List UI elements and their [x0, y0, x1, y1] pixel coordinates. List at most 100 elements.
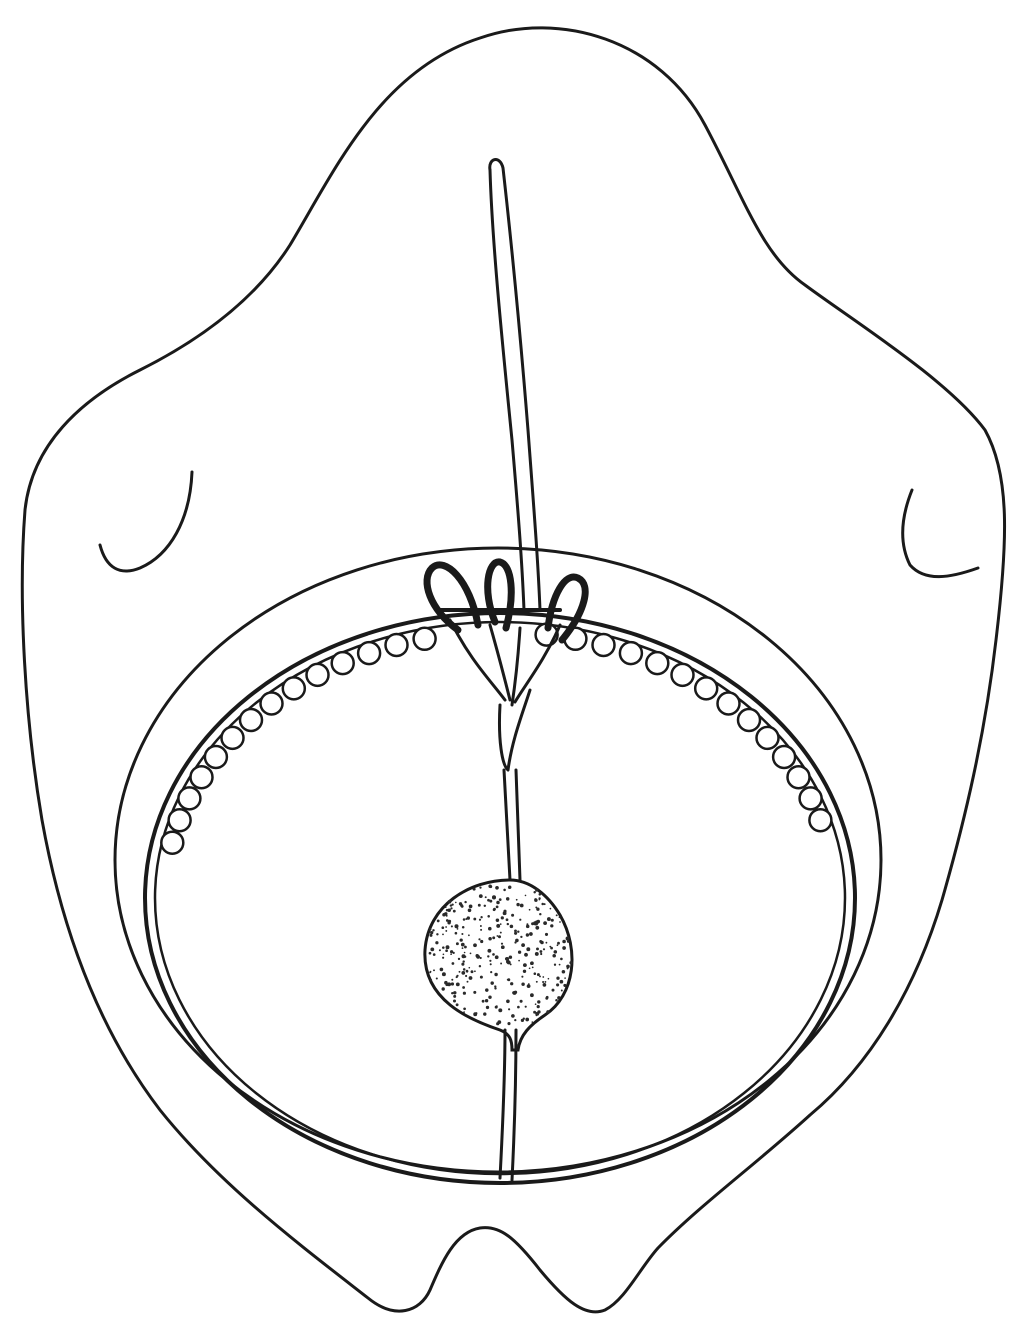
stipple-dot	[552, 989, 555, 992]
stipple-dot	[562, 940, 566, 944]
marginal-loculus	[205, 746, 227, 768]
stipple-dot	[525, 895, 527, 897]
stipple-dot	[442, 934, 444, 936]
stipple-dot	[489, 900, 492, 903]
marginal-loculus	[161, 832, 183, 854]
marginal-loculus	[788, 766, 810, 788]
stipple-dot	[507, 978, 510, 981]
stipple-dot	[470, 953, 472, 955]
stipple-dot	[487, 915, 490, 918]
stipple-dot	[529, 909, 531, 911]
stipple-dot	[510, 925, 514, 929]
stipple-dot	[471, 970, 474, 973]
marginal-loculus	[800, 787, 822, 809]
marginal-loculus	[593, 634, 615, 656]
stipple-dot	[536, 947, 539, 950]
stipple-dot	[536, 981, 538, 983]
stipple-dot	[555, 999, 558, 1002]
stipple-dot	[492, 953, 495, 956]
stipple-dot	[523, 963, 527, 967]
stipple-dot	[450, 953, 452, 955]
stipple-dot	[539, 913, 541, 915]
stipple-dot	[557, 996, 560, 999]
stipple-dot	[462, 947, 464, 949]
stipple-dot	[474, 970, 476, 972]
stipple-dot	[563, 984, 566, 987]
marginal-loculus	[191, 766, 213, 788]
stipple-dot	[429, 952, 432, 955]
stipple-dot	[486, 1006, 489, 1009]
stipple-dot	[482, 1000, 485, 1003]
stipple-dot	[554, 950, 558, 954]
stipple-dot	[529, 967, 531, 969]
stipple-dot	[461, 933, 463, 935]
stipple-dot	[562, 970, 566, 974]
stipple-dot	[517, 1006, 520, 1009]
stipple-dot	[527, 984, 531, 988]
stipple-dot	[492, 936, 495, 939]
stipple-dot	[463, 1011, 465, 1013]
stipple-dot	[490, 971, 492, 973]
stipple-dot	[523, 970, 526, 973]
stipple-dot	[561, 990, 563, 992]
anterior-loops	[427, 562, 585, 705]
marginal-loculi	[161, 624, 831, 854]
stipple-dot	[514, 991, 517, 994]
stipple-dot	[462, 926, 465, 929]
stipple-dot	[521, 943, 525, 947]
stipple-dot	[458, 958, 460, 960]
stipple-dot	[520, 904, 524, 908]
stipple-dot	[447, 909, 451, 913]
stipple-dot	[433, 969, 435, 971]
stipple-dot	[463, 918, 466, 921]
stipple-dot	[494, 973, 497, 976]
stipple-dot	[542, 981, 544, 983]
marginal-loculus	[261, 693, 283, 715]
stipple-dot	[549, 946, 551, 948]
stipple-dot	[432, 929, 434, 931]
stipple-dot	[543, 983, 547, 987]
stipple-dot	[533, 921, 537, 925]
stipple-dot	[436, 977, 438, 979]
stipple-dot	[469, 905, 473, 909]
stipple-dot	[465, 975, 467, 977]
stipple-dot	[437, 920, 440, 923]
left-lateral-hook	[100, 472, 192, 571]
stipple-dot	[453, 910, 456, 913]
stipple-dot	[473, 918, 476, 921]
stipple-dot	[511, 914, 514, 917]
stipple-dot	[536, 908, 539, 911]
stipple-dot	[535, 1003, 537, 1005]
marginal-loculus	[358, 642, 380, 664]
stipple-dot	[487, 955, 489, 957]
stipple-dot	[463, 960, 465, 962]
stipple-dot	[566, 965, 570, 969]
stipple-dot	[508, 1008, 510, 1010]
stipple-dot	[479, 886, 481, 888]
stipple-dot	[452, 962, 455, 965]
stipple-dot	[546, 1010, 550, 1014]
stipple-dot	[510, 982, 513, 985]
stipple-dot	[450, 950, 453, 953]
stipple-dot	[545, 997, 548, 1000]
stipple-dot	[433, 953, 436, 956]
marginal-loculus	[809, 809, 831, 831]
marginal-loculus	[757, 727, 779, 749]
stipple-dot	[493, 908, 496, 911]
stipple-dot	[515, 939, 519, 943]
stipple-dot	[551, 919, 554, 922]
stipple-dot	[429, 928, 431, 930]
stipple-dot	[473, 943, 477, 947]
stipple-dot	[562, 946, 566, 950]
stipple-dot	[480, 916, 482, 918]
stipple-dot	[539, 950, 542, 953]
stipple-dot	[516, 903, 519, 906]
stipple-dot	[463, 968, 466, 971]
stipple-dot	[511, 1014, 515, 1018]
mouth-tube	[490, 160, 540, 610]
stipple-dot	[520, 936, 522, 938]
stipple-dot	[450, 907, 452, 909]
stipple-dot	[490, 963, 492, 965]
stipple-dot	[488, 927, 492, 931]
